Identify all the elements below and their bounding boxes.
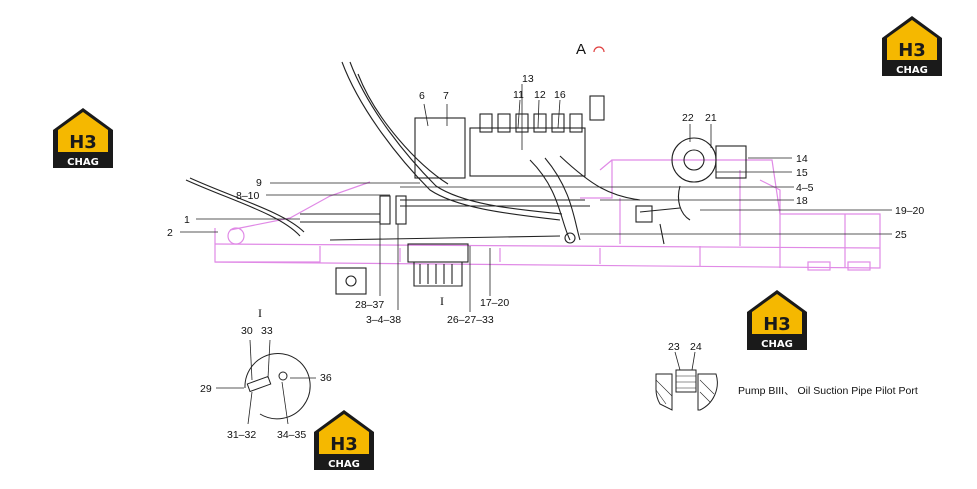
logo-mark: H3 <box>69 132 97 153</box>
label-14: 14 <box>796 153 808 165</box>
detail-title: I <box>258 306 262 320</box>
leader-lines <box>180 84 892 312</box>
label-19-20: 19–20 <box>895 205 924 217</box>
label-17-20: 17–20 <box>480 297 509 309</box>
label-3-4-38: 3–4–38 <box>366 314 401 326</box>
label-11: 11 <box>513 89 524 101</box>
label-25: 25 <box>895 229 907 241</box>
label-30: 30 <box>241 325 253 337</box>
detail-view-i: I 30 33 29 36 31–32 34–35 <box>200 306 332 441</box>
label-6: 6 <box>419 90 425 102</box>
label-28-37: 28–37 <box>355 299 384 311</box>
view-arc-icon <box>593 46 605 53</box>
brand-logo-bottom: H3 CHAG <box>314 410 374 470</box>
brand-logo-top-right: H3 CHAG <box>882 16 942 76</box>
logo-name: CHAG <box>896 65 928 76</box>
label-36: 36 <box>320 372 332 384</box>
label-34-35: 34–35 <box>277 429 306 441</box>
label-13: 13 <box>522 73 534 85</box>
label-12: 12 <box>534 89 546 101</box>
label-18: 18 <box>796 195 808 207</box>
label-22: 22 <box>682 112 694 124</box>
pump-port-detail: 23 24 <box>655 341 718 411</box>
chassis-frame <box>214 159 881 271</box>
label-15: 15 <box>796 167 808 179</box>
logo-name: CHAG <box>67 157 99 168</box>
detail-caption: Pump BIII、 Oil Suction Pipe Pilot Port <box>738 385 918 397</box>
label-7: 7 <box>443 90 449 102</box>
label-23: 23 <box>668 341 680 353</box>
label-24: 24 <box>690 341 702 353</box>
logo-mark: H3 <box>898 40 926 61</box>
label-roman-i-main: I <box>440 294 444 308</box>
label-4-5: 4–5 <box>796 182 814 194</box>
brand-logo-center-right: H3 CHAG <box>747 290 807 350</box>
logo-name: CHAG <box>328 459 360 470</box>
callout-labels: 1 2 6 7 8–10 9 11 12 13 16 22 21 14 15 4… <box>167 73 924 326</box>
logo-mark: H3 <box>763 314 791 335</box>
pump-and-valve-assembly <box>185 61 747 295</box>
label-26-27-33: 26–27–33 <box>447 314 494 326</box>
label-9: 9 <box>256 177 262 189</box>
label-21: 21 <box>705 112 717 124</box>
label-2: 2 <box>167 227 173 239</box>
label-16: 16 <box>554 89 566 101</box>
logo-name: CHAG <box>761 339 793 350</box>
label-1: 1 <box>184 214 190 226</box>
logo-mark: H3 <box>330 434 358 455</box>
label-33: 33 <box>261 325 273 337</box>
view-title: A <box>576 41 586 58</box>
label-31-32: 31–32 <box>227 429 256 441</box>
label-29: 29 <box>200 383 212 395</box>
label-8-10: 8–10 <box>236 190 260 202</box>
brand-logo-left: H3 CHAG <box>53 108 113 168</box>
